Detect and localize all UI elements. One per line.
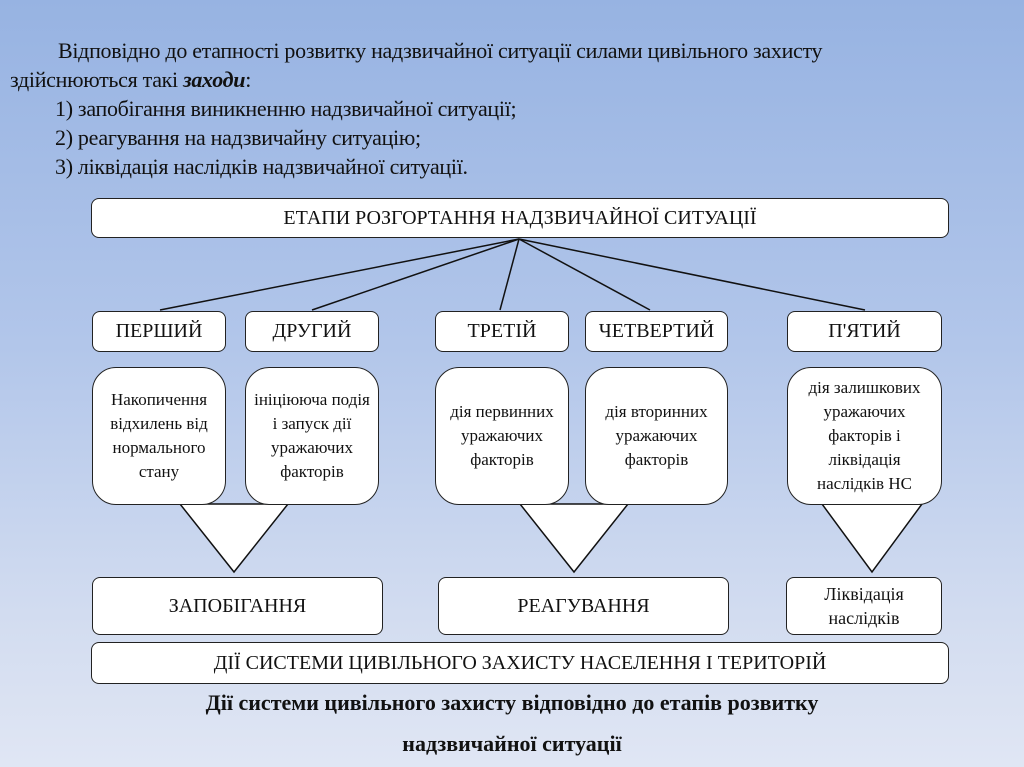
- intro-item-1: 1) запобігання виникненню надзвичайної с…: [55, 96, 517, 121]
- action-box-prevention: ЗАПОБІГАННЯ: [92, 577, 383, 635]
- funnel-liquidation: [820, 503, 924, 574]
- connector-5: [518, 238, 866, 311]
- intro-item-3: 3) ліквідація наслідків надзвичайної сит…: [55, 154, 468, 179]
- stage-box-1: ПЕРШИЙ: [92, 311, 226, 352]
- funnel-response: [518, 503, 630, 574]
- connector-1: [159, 238, 520, 311]
- stage-box-2: ДРУГИЙ: [245, 311, 379, 352]
- stage-box-4: ЧЕТВЕРТИЙ: [585, 311, 728, 352]
- description-box-1: Накопичення відхилень від нормального ст…: [92, 367, 226, 505]
- stage-box-5: П'ЯТИЙ: [787, 311, 942, 352]
- root-box: ЕТАПИ РОЗГОРТАННЯ НАДЗВИЧАЙНОЇ СИТУАЦІЇ: [91, 198, 949, 238]
- emphasis-measures: заходи: [183, 67, 246, 92]
- intro-line-1: Відповідно до етапності розвитку надзвич…: [58, 38, 823, 63]
- caption-line-2: надзвичайної ситуації: [402, 731, 622, 756]
- connector-3: [499, 238, 520, 311]
- funnel-prevention: [178, 503, 290, 574]
- description-box-3: дія первинних уражаючих факторів: [435, 367, 569, 505]
- connector-2: [311, 238, 520, 311]
- description-box-2: ініціююча подія і запуск дії уражаючих ф…: [245, 367, 379, 505]
- footer-box: ДІЇ СИСТЕМИ ЦИВІЛЬНОГО ЗАХИСТУ НАСЕЛЕННЯ…: [91, 642, 949, 684]
- intro-line-2: здійснюються такі заходи:: [10, 67, 251, 92]
- description-box-4: дія вторинних уражаючих факторів: [585, 367, 728, 505]
- caption-line-1: Дії системи цивільного захисту відповідн…: [205, 690, 819, 715]
- intro-item-2: 2) реагування на надзвичайну ситуацію;: [55, 125, 421, 150]
- connector-4: [518, 238, 651, 311]
- action-box-response: РЕАГУВАННЯ: [438, 577, 729, 635]
- stage-box-3: ТРЕТІЙ: [435, 311, 569, 352]
- description-box-5: дія залишкових уражаючих факторів і лікв…: [787, 367, 942, 505]
- action-box-liquidation: Ліквідація наслідків: [786, 577, 942, 635]
- intro-text: Відповідно до етапності розвитку надзвич…: [10, 36, 995, 181]
